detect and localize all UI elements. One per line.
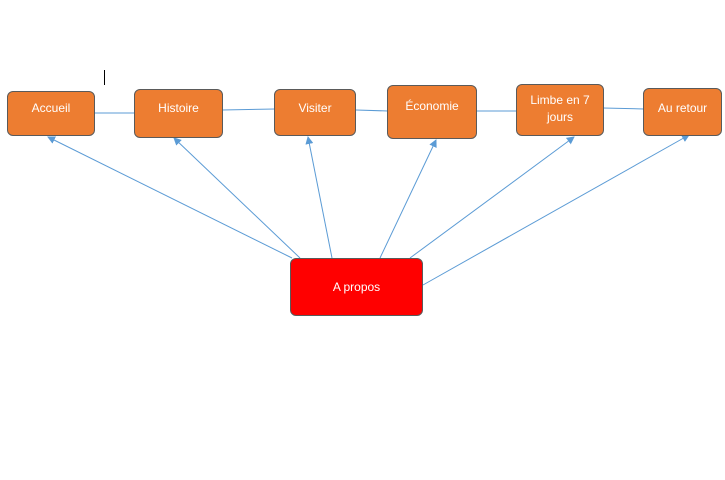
node-visiter-label: Visiter xyxy=(298,101,332,115)
arrow-to-histoire xyxy=(173,137,301,259)
arrow-to-visiter xyxy=(305,136,333,259)
arrow-to-auretour xyxy=(422,134,690,286)
node-histoire[interactable]: Histoire xyxy=(134,89,223,138)
arrow-to-economie xyxy=(379,139,437,259)
arrow-to-accueil xyxy=(47,136,293,259)
text-cursor xyxy=(104,70,105,85)
node-economie-label: Économie xyxy=(405,99,459,113)
arrow-to-limbe xyxy=(409,136,575,259)
link-limbe-auretour xyxy=(602,107,645,110)
node-visiter[interactable]: Visiter xyxy=(274,89,356,136)
node-histoire-label: Histoire xyxy=(158,101,199,115)
link-visiter-economie xyxy=(355,109,389,112)
node-a-propos[interactable]: A propos xyxy=(290,258,423,316)
node-accueil[interactable]: Accueil xyxy=(7,91,95,136)
node-limbe-label: Limbe en 7 jours xyxy=(530,93,590,124)
link-histoire-visiter xyxy=(221,108,276,111)
node-a-propos-label: A propos xyxy=(332,279,381,294)
node-au-retour[interactable]: Au retour xyxy=(643,88,722,136)
node-limbe-en-7-jours[interactable]: Limbe en 7 jours xyxy=(516,84,604,136)
node-economie[interactable]: Économie xyxy=(387,85,477,139)
node-au-retour-label: Au retour xyxy=(657,101,708,115)
node-accueil-label: Accueil xyxy=(31,101,71,115)
